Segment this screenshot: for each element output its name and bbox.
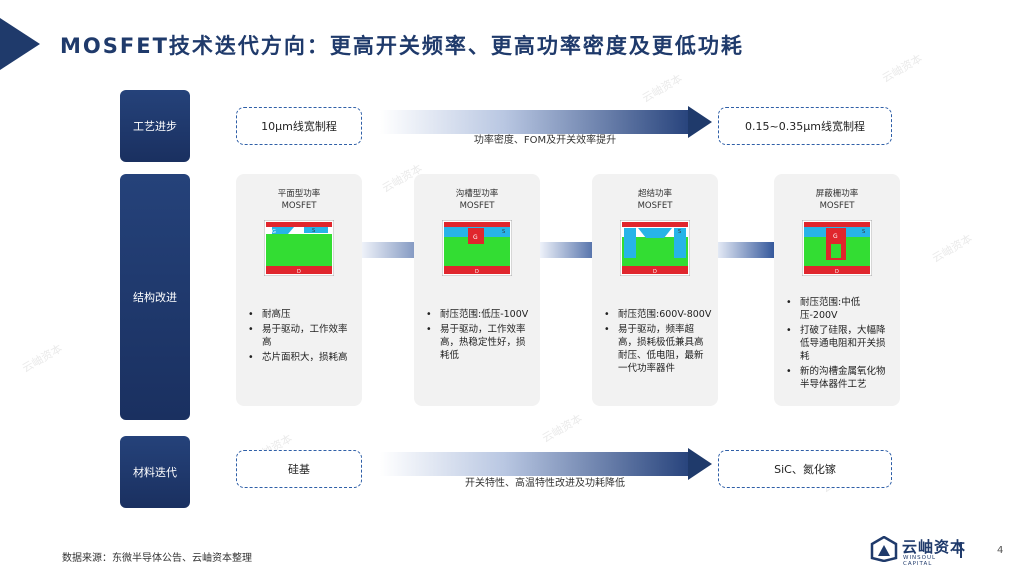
card-subtitle: MOSFET xyxy=(281,201,317,211)
drain-label: D xyxy=(297,269,301,275)
card-subtitle: MOSFET xyxy=(819,201,855,211)
section-label-structure: 结构改进 xyxy=(120,174,190,420)
shielded-gate-mosfet-diagram: G S D xyxy=(802,220,872,276)
card-bullet: 耐压范围:600V-800V xyxy=(602,308,712,321)
logo-separator xyxy=(960,542,962,558)
page-number: 4 xyxy=(997,545,1004,556)
drain-label: D xyxy=(653,269,657,275)
source-label: S xyxy=(502,229,505,235)
process-end-box: 0.15~0.35μm线宽制程 xyxy=(718,107,892,145)
card-title: 沟槽型功率 xyxy=(455,189,499,199)
card-bullet: 易于驱动，工作效率高，热稳定性好，损耗低 xyxy=(424,323,534,362)
structure-connector xyxy=(716,242,776,258)
gate-label: G xyxy=(473,234,478,241)
card-bullet: 耐高压 xyxy=(246,308,356,321)
card-title: 屏蔽栅功率 xyxy=(815,189,859,199)
title-arrow-decoration xyxy=(0,18,40,70)
material-end-box: SiC、氮化镓 xyxy=(718,450,892,488)
structure-card-planar: 平面型功率 MOSFET G S D 耐高压 易于驱动，工作效率高 芯片面积大，损… xyxy=(236,174,362,406)
card-bullet: 新的沟槽金属氧化物半导体器件工艺 xyxy=(784,365,894,391)
process-start-box: 10μm线宽制程 xyxy=(236,107,362,145)
drain-label: D xyxy=(835,269,839,275)
card-title: 超结功率 xyxy=(637,189,672,199)
structure-card-trench: 沟槽型功率 MOSFET G S D 耐压范围:低压-100V 易于驱动，工作效率… xyxy=(414,174,540,406)
section-label-process: 工艺进步 xyxy=(120,90,190,162)
card-bullet: 打破了硅限，大幅降低导通电阻和开关损耗 xyxy=(784,324,894,363)
logo-mark-icon xyxy=(870,536,898,562)
watermark: 云岫资本 xyxy=(879,51,925,86)
superjunction-mosfet-diagram: S D xyxy=(620,220,690,276)
card-bullet: 耐压范围:中低压-200V xyxy=(784,296,894,322)
structure-card-shielded-gate: 屏蔽栅功率 MOSFET G S D 耐压范围:中低压-200V 打破了硅限，大幅… xyxy=(774,174,900,406)
page-title: MOSFET技术迭代方向：更高开关频率、更高功率密度及更低功耗 xyxy=(60,34,744,58)
source-label: S xyxy=(678,229,681,235)
drain-label: D xyxy=(475,269,479,275)
card-subtitle: MOSFET xyxy=(637,201,673,211)
trench-mosfet-diagram: G S D xyxy=(442,220,512,276)
card-subtitle: MOSFET xyxy=(459,201,495,211)
source-label: S xyxy=(862,229,865,235)
watermark: 云岫资本 xyxy=(539,411,585,446)
card-bullet: 芯片面积大，损耗高 xyxy=(246,351,356,364)
material-flow-arrow xyxy=(380,448,712,480)
process-arrow-label: 功率密度、FOM及开关效率提升 xyxy=(473,135,617,146)
logo-name: 云岫资本 xyxy=(902,538,967,556)
source-label: S xyxy=(312,228,315,234)
material-start-box: 硅基 xyxy=(236,450,362,488)
watermark: 云岫资本 xyxy=(19,341,65,376)
logo-english-name: WINSOUL CAPITAL xyxy=(903,555,937,567)
gate-label: G xyxy=(833,233,838,240)
card-title: 平面型功率 xyxy=(277,189,321,199)
card-bullet: 易于驱动，工作效率高 xyxy=(246,323,356,349)
gate-label: G xyxy=(272,229,276,235)
card-bullet: 易于驱动，频率超高，损耗极低兼具高耐压、低电阻，最新一代功率器件 xyxy=(602,323,712,375)
watermark: 云岫资本 xyxy=(929,231,975,266)
watermark: 云岫资本 xyxy=(639,71,685,106)
planar-mosfet-diagram: G S D xyxy=(264,220,334,276)
structure-connector xyxy=(540,242,592,258)
structure-card-superjunction: 超结功率 MOSFET S D 耐压范围:600V-800V 易于驱动，频率超高，… xyxy=(592,174,718,406)
material-arrow-label: 开关特性、高温特性改进及功耗降低 xyxy=(465,478,625,489)
section-label-material: 材料迭代 xyxy=(120,436,190,508)
company-logo: 云岫资本 WINSOUL CAPITAL xyxy=(870,534,967,567)
source-note: 数据来源：东微半导体公告、云岫资本整理 xyxy=(62,553,252,564)
process-flow-arrow xyxy=(380,106,712,138)
card-bullet: 耐压范围:低压-100V xyxy=(424,308,534,321)
structure-connector xyxy=(360,242,416,258)
